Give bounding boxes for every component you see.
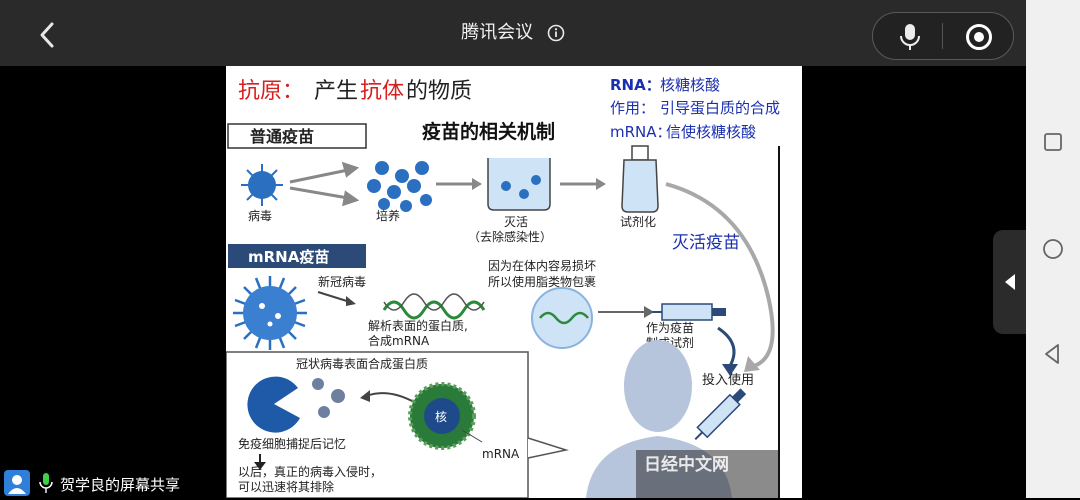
mrna-pointer-line — [461, 429, 483, 443]
inactivate-label: 灭活 — [504, 215, 528, 229]
later-line-1: 以后，真正的病毒入侵时， — [238, 464, 382, 479]
as-vaccine-line-1: 作为疫苗 — [646, 320, 694, 335]
slide-canvas: 抗原： 产生 抗体 的物质 RNA： 核糖核酸 作用： 引导蛋白质的合成 mRN… — [226, 76, 780, 498]
rna-value: 核糖核酸 — [660, 76, 720, 94]
mrna-strand-illustration — [382, 300, 486, 320]
nucleus-label: 核 — [435, 410, 447, 424]
user-icon — [8, 475, 26, 494]
antigen-def-1: 产生 — [314, 79, 358, 104]
syringe-down-arrow — [717, 326, 736, 367]
culture-to-beaker-arrow — [436, 178, 482, 190]
watermark-backdrop — [636, 450, 778, 498]
inactivated-vaccine-curve-arrow — [665, 182, 775, 368]
virus-label: 病毒 — [248, 208, 272, 223]
immune-memory-label: 免疫细胞捕捉后记忆 — [238, 436, 346, 451]
sphere-to-syringe-arrow — [598, 306, 654, 318]
reagent-label: 试剂化 — [620, 214, 656, 229]
reagent-bottle-illustration — [621, 145, 659, 213]
covid-label: 新冠病毒 — [318, 274, 366, 289]
syringe-illustration-bottom — [694, 388, 747, 441]
culture-label: 培养 — [376, 208, 400, 223]
memory-down-arrow — [254, 454, 266, 470]
watermark-text: 日经中文网 — [644, 454, 729, 475]
analyze-line-1: 解析表面的蛋白质, — [368, 318, 468, 333]
avatar — [4, 470, 30, 496]
rna-label: RNA： — [610, 76, 661, 94]
cell-to-immune-arrow — [360, 390, 415, 403]
controls-divider — [942, 23, 943, 49]
virus-illustration — [241, 164, 283, 206]
mrna-strand-shadow — [383, 293, 485, 311]
lipid-nanoparticle-illustration — [531, 287, 593, 349]
screen-share-label: 贺学良的屏幕共享 — [60, 476, 181, 494]
syringe-down-arrow-head — [722, 364, 738, 376]
mrna-value: 信使核糖核酸 — [666, 123, 756, 141]
function-label: 作用： — [610, 99, 655, 117]
later-line-2: 可以迅速将其排除 — [238, 479, 334, 494]
speaking-mic-icon — [39, 473, 53, 493]
antigen-def-2: 抗体 — [360, 79, 404, 104]
chevron-left-icon — [1005, 274, 1015, 290]
top-bar: 腾讯会议 — [0, 0, 1026, 66]
coronavirus-illustration — [233, 276, 307, 350]
meeting-title: 腾讯会议 — [461, 22, 534, 43]
captured-proteins — [312, 378, 345, 418]
put-into-use-label: 投入使用 — [702, 372, 754, 388]
recents-square-icon[interactable] — [1039, 128, 1067, 156]
immune-cell-illustration — [247, 376, 300, 433]
microphone-icon[interactable] — [897, 23, 923, 51]
main-title: 疫苗的相关机制 — [422, 120, 555, 143]
function-value: 引导蛋白质的合成 — [660, 99, 780, 117]
virus-to-culture-arrows — [289, 161, 360, 207]
encapsulated-mrna — [539, 311, 589, 325]
back-arrow-icon[interactable] — [34, 18, 62, 52]
mrna-label: mRNA： — [610, 123, 672, 141]
beaker-to-bottle-arrow — [560, 178, 606, 190]
surface-protein-label: 冠状病毒表面合成蛋白质 — [296, 356, 428, 371]
beaker-illustration — [487, 158, 551, 211]
immune-box-pointer — [527, 437, 569, 459]
mrna-small-label: mRNA — [482, 447, 520, 461]
analyze-line-2: 合成mRNA — [368, 333, 430, 348]
shared-screen: 抗原： 产生 抗体 的物质 RNA： 核糖核酸 作用： 引导蛋白质的合成 mRN… — [226, 66, 802, 498]
syringe-illustration-top — [652, 303, 726, 321]
normal-vaccine-tag-box — [227, 123, 367, 149]
lipid-note-2: 所以使用脂类物包裹 — [488, 274, 596, 289]
antigen-def-3: 的物质 — [406, 79, 472, 104]
curve-arrow-head — [744, 356, 760, 372]
record-icon[interactable] — [965, 23, 993, 51]
culture-cluster — [367, 161, 432, 212]
mrna-vaccine-tag: mRNA疫苗 — [248, 248, 329, 266]
meeting-title-bar: 腾讯会议 — [0, 18, 1026, 44]
normal-vaccine-tag: 普通疫苗 — [250, 127, 314, 146]
mrna-vaccine-tag-box — [228, 244, 366, 268]
audio-record-controls — [872, 12, 1014, 60]
system-nav-bar — [1026, 0, 1080, 498]
inactivated-vaccine-label: 灭活疫苗 — [672, 233, 740, 253]
info-icon[interactable] — [547, 24, 565, 42]
covid-to-mrna-arrow — [317, 291, 356, 306]
screen-share-status: 贺学良的屏幕共享 — [0, 470, 300, 498]
side-panel-toggle[interactable] — [993, 230, 1026, 334]
infected-cell-illustration — [408, 382, 476, 450]
home-circle-icon[interactable] — [1039, 235, 1067, 263]
lipid-note-1: 因为在体内容易损坏 — [488, 258, 596, 273]
back-triangle-icon[interactable] — [1039, 340, 1067, 368]
antigen-label: 抗原： — [238, 79, 304, 104]
inactivate-note: （去除感染性） — [468, 229, 552, 244]
